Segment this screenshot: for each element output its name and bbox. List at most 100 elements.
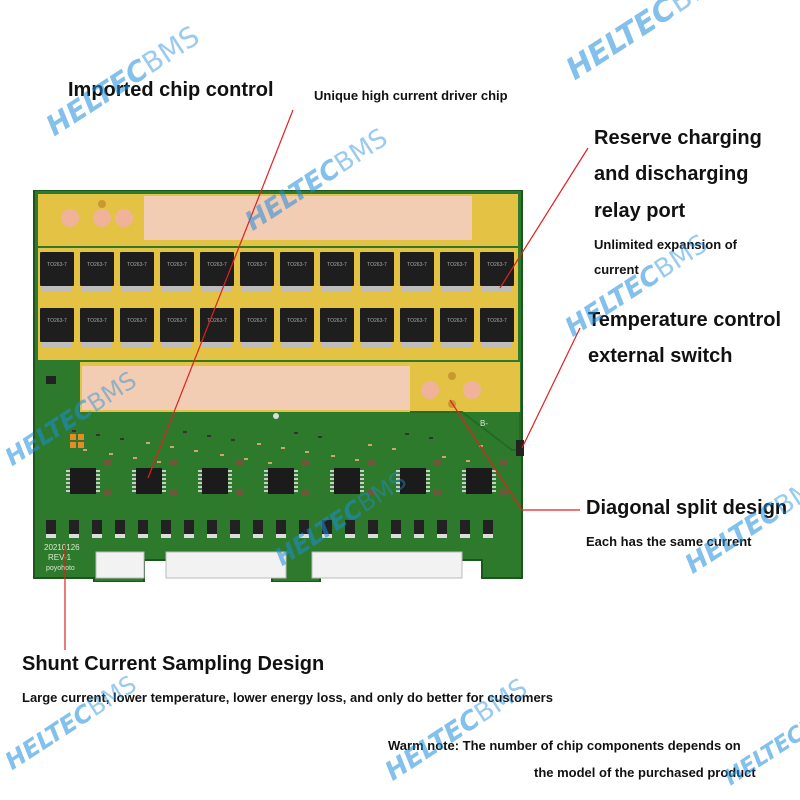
- smd-part: [368, 444, 372, 446]
- callout-line-relay: [499, 147, 589, 289]
- smd-resistor: [483, 520, 493, 538]
- right-connector: [311, 551, 463, 579]
- relay-port-connector: [516, 440, 524, 456]
- mosfet: TO263-7: [440, 308, 474, 348]
- smd-part: [220, 454, 224, 456]
- smd-part: [405, 433, 409, 435]
- mosfet: TO263-7: [280, 252, 314, 292]
- mosfet-label: TO263-7: [327, 262, 347, 268]
- mosfet: TO263-7: [120, 308, 154, 348]
- smd-resistor: [322, 520, 332, 538]
- smd-part: [257, 443, 261, 445]
- smd-part: [194, 450, 198, 452]
- mosfet-label: TO263-7: [327, 318, 347, 324]
- smd-component-row: [46, 520, 493, 538]
- mosfet-label: TO263-7: [167, 318, 187, 324]
- left-connector: [95, 551, 145, 579]
- temperature-heading-line1: Temperature control: [588, 309, 781, 331]
- smd-part: [96, 434, 100, 436]
- driver-chip: [462, 460, 508, 496]
- mosfet-label: TO263-7: [167, 262, 187, 268]
- smd-resistor: [161, 520, 171, 538]
- warm-note-line2: the model of the purchased product: [534, 765, 756, 780]
- mosfet: TO263-7: [240, 308, 274, 348]
- smd-resistor: [115, 520, 125, 538]
- smd-part: [170, 446, 174, 448]
- diagonal-heading: Diagonal split design: [586, 497, 788, 519]
- mosfet-label: TO263-7: [487, 318, 507, 324]
- mosfet: TO263-7: [120, 252, 154, 292]
- smd-part: [120, 438, 124, 440]
- smd-part: [392, 448, 396, 450]
- smd-resistor: [46, 520, 56, 538]
- smd-part: [109, 453, 113, 455]
- mosfet-label: TO263-7: [247, 262, 267, 268]
- smd-resistor: [437, 520, 447, 538]
- mosfet-label: TO263-7: [287, 262, 307, 268]
- mosfet: TO263-7: [400, 252, 434, 292]
- smd-part: [133, 457, 137, 459]
- mosfet: TO263-7: [440, 252, 474, 292]
- smd-part: [157, 461, 161, 463]
- smd-resistor: [230, 520, 240, 538]
- mosfet-label: TO263-7: [87, 318, 107, 324]
- smd-resistor: [92, 520, 102, 538]
- mosfet-band: [38, 248, 518, 360]
- imported-chip-heading: Imported chip control: [68, 79, 274, 101]
- mosfet: TO263-7: [280, 308, 314, 348]
- silk-date: 20210126: [44, 543, 80, 552]
- smd-resistor: [207, 520, 217, 538]
- driver-chip: [264, 460, 310, 496]
- driver-chip: [330, 460, 376, 496]
- smd-part: [183, 431, 187, 433]
- mosfet-label: TO263-7: [207, 318, 227, 324]
- mosfet: TO263-7: [320, 308, 354, 348]
- mosfet-label: TO263-7: [447, 318, 467, 324]
- mosfet: TO263-7: [200, 308, 234, 348]
- smd-part: [72, 430, 76, 432]
- mosfet: TO263-7: [40, 252, 74, 292]
- mid-connector: [165, 551, 287, 579]
- callout-line-chip: [147, 109, 294, 479]
- smd-part: [479, 445, 483, 447]
- mosfet: TO263-7: [160, 252, 194, 292]
- smd-part: [429, 437, 433, 439]
- smd-part: [331, 455, 335, 457]
- mosfet: TO263-7: [360, 252, 394, 292]
- mosfet-label: TO263-7: [447, 262, 467, 268]
- smd-resistor: [368, 520, 378, 538]
- mosfet-label: TO263-7: [407, 318, 427, 324]
- relay-port-heading-line3: relay port: [594, 200, 686, 222]
- silk-brand: poyohoto: [46, 565, 75, 572]
- driver-chip: [132, 460, 178, 496]
- lower-copper-bar: [82, 366, 410, 410]
- smd-part: [231, 439, 235, 441]
- mosfet: TO263-7: [480, 308, 514, 348]
- smd-resistor: [414, 520, 424, 538]
- mosfet-label: TO263-7: [47, 262, 67, 268]
- smd-part: [355, 459, 359, 461]
- mosfet: TO263-7: [40, 308, 74, 348]
- driver-chip-row: [66, 460, 508, 496]
- mosfet-row-bottom: TO263-7 TO263-7 TO263-7 TO263-7 TO263-7 TO263…: [40, 308, 514, 348]
- smd-part: [305, 451, 309, 453]
- smd-resistor: [391, 520, 401, 538]
- mosfet-label: TO263-7: [367, 318, 387, 324]
- relay-port-desc-line2: current: [594, 262, 639, 277]
- shunt-heading: Shunt Current Sampling Design: [22, 653, 325, 675]
- callout-line-diagonal: [449, 399, 580, 511]
- callout-line-temp: [521, 327, 581, 449]
- mosfet: TO263-7: [160, 308, 194, 348]
- mosfet: TO263-7: [320, 252, 354, 292]
- smd-part: [146, 442, 150, 444]
- smd-part: [466, 460, 470, 462]
- smd-resistor: [460, 520, 470, 538]
- smd-resistor: [253, 520, 263, 538]
- mosfet-label: TO263-7: [127, 318, 147, 324]
- mosfet-label: TO263-7: [287, 318, 307, 324]
- mosfet: TO263-7: [400, 308, 434, 348]
- imported-chip-desc: Unique high current driver chip: [314, 88, 508, 103]
- smd-resistor: [299, 520, 309, 538]
